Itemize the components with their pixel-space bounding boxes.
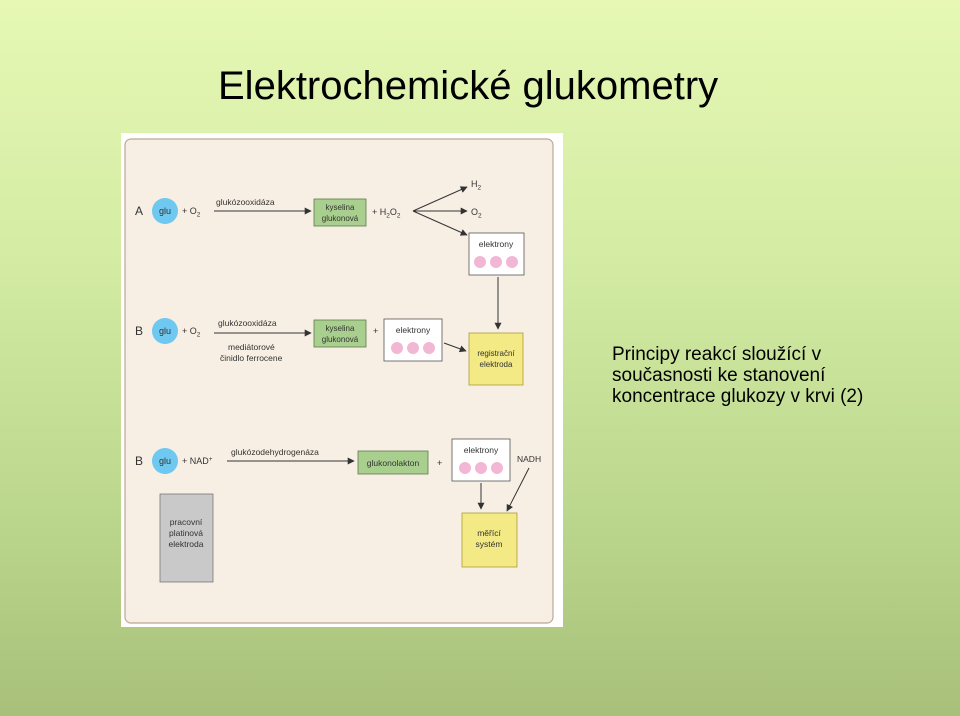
- panel-b2-product-label: glukonolakton: [367, 458, 420, 468]
- panel-b1-plus: +: [373, 326, 378, 336]
- panel-b2-meter-box: [461, 512, 518, 568]
- panel-a-electrons-label: elektrony: [479, 239, 514, 249]
- panel-a-electrons-box: [468, 232, 525, 276]
- panel-b1-electrode-line1: registrační: [477, 349, 515, 358]
- panel-b2-nadh-arrow: [506, 467, 530, 512]
- panel-a-electron-dot: [474, 256, 486, 268]
- panel-b1-electron-dot: [391, 342, 403, 354]
- panel-b1-electrons-label: elektrony: [396, 325, 431, 335]
- panel-a-arrow-electrons: [412, 210, 468, 236]
- panel-b2-electrons-label: elektrony: [464, 445, 499, 455]
- panel-a-product-line2: glukonová: [322, 214, 359, 223]
- panel-b2-working-line2: platinová: [169, 528, 203, 538]
- panel-b1-enzyme-label: glukózooxidáza: [218, 318, 277, 328]
- reaction-diagram: A glu + O2 glukózooxidáza kyselina gluko…: [124, 138, 554, 624]
- slide-caption: Principy reakcí sloužící v současnosti k…: [612, 344, 952, 407]
- panel-b1-to-electrode-arrow: [443, 342, 467, 353]
- panel-a-h2o2-label: + H2O2: [372, 207, 401, 220]
- panel-b2-working-electrode-box: [159, 493, 214, 583]
- panel-a-h2-label: H2: [471, 179, 482, 192]
- panel-a-glu-label: glu: [159, 206, 171, 216]
- panel-b2-electron-dot: [459, 462, 471, 474]
- panel-b2-enzyme-label: glukózodehydrogenáza: [231, 447, 319, 457]
- panel-b1-mediator-line2: činidlo ferrocene: [220, 353, 283, 363]
- panel-a-product-box: [313, 198, 367, 227]
- panel-a-glu-circle: [152, 198, 178, 224]
- panel-b1-mediator-line1: mediátorové: [228, 342, 275, 352]
- panel-b1-electron-dot: [423, 342, 435, 354]
- panel-a: A glu + O2 glukózooxidáza kyselina gluko…: [135, 179, 525, 330]
- diagram-panel: [124, 138, 554, 624]
- panel-b2-electron-dot: [491, 462, 503, 474]
- reaction-figure: A glu + O2 glukózooxidáza kyselina gluko…: [121, 133, 563, 627]
- panel-a-o2-label: + O2: [182, 206, 201, 219]
- panel-b1-electron-dot: [407, 342, 419, 354]
- panel-b2-meter-line1: měřící: [477, 528, 501, 538]
- panel-b2: B glu + NAD+ glukózodehydrogenáza glukon…: [135, 438, 541, 583]
- panel-a-o2-out-label: O2: [471, 207, 482, 220]
- panel-b1-electrode-box: [468, 332, 524, 386]
- panel-b2-glu-circle: [152, 448, 178, 474]
- panel-b1-glu-circle: [152, 318, 178, 344]
- panel-a-electron-dot: [506, 256, 518, 268]
- panel-b1-product-line1: kyselina: [326, 324, 355, 333]
- panel-b1: B glu + O2 glukózooxidáza mediátorové či…: [135, 318, 524, 386]
- panel-a-electron-dot: [490, 256, 502, 268]
- panel-b2-nadh-label: NADH: [517, 454, 541, 464]
- panel-b2-nad-label: + NAD+: [182, 456, 213, 466]
- panel-b2-plus: +: [437, 458, 442, 468]
- panel-a-enzyme-label: glukózooxidáza: [216, 197, 275, 207]
- panel-b1-o2-label: + O2: [182, 326, 201, 339]
- panel-b1-glu-label: glu: [159, 326, 171, 336]
- panel-a-product-line1: kyselina: [326, 203, 355, 212]
- caption-line-3: koncentrace glukozy v krvi (2): [612, 386, 864, 407]
- panel-b2-working-line3: elektroda: [169, 539, 204, 549]
- panel-b1-letter: B: [135, 324, 143, 338]
- slide-title: Elektrochemické glukometry: [218, 64, 719, 108]
- panel-a-arrow-h2: [412, 186, 468, 212]
- panel-b2-electron-dot: [475, 462, 487, 474]
- panel-b1-electrode-line2: elektroda: [480, 360, 513, 369]
- caption-line-2: současnosti ke stanovení: [612, 365, 826, 386]
- panel-b2-meter-line2: systém: [476, 539, 503, 549]
- panel-b1-product-line2: glukonová: [322, 335, 359, 344]
- panel-a-letter: A: [135, 204, 143, 218]
- panel-b2-glu-label: glu: [159, 456, 171, 466]
- panel-b2-product-box: [357, 450, 429, 475]
- panel-b2-letter: B: [135, 454, 143, 468]
- caption-line-1: Principy reakcí sloužící v: [612, 344, 822, 365]
- panel-b2-working-line1: pracovní: [170, 517, 203, 527]
- panel-b1-product-box: [313, 319, 367, 348]
